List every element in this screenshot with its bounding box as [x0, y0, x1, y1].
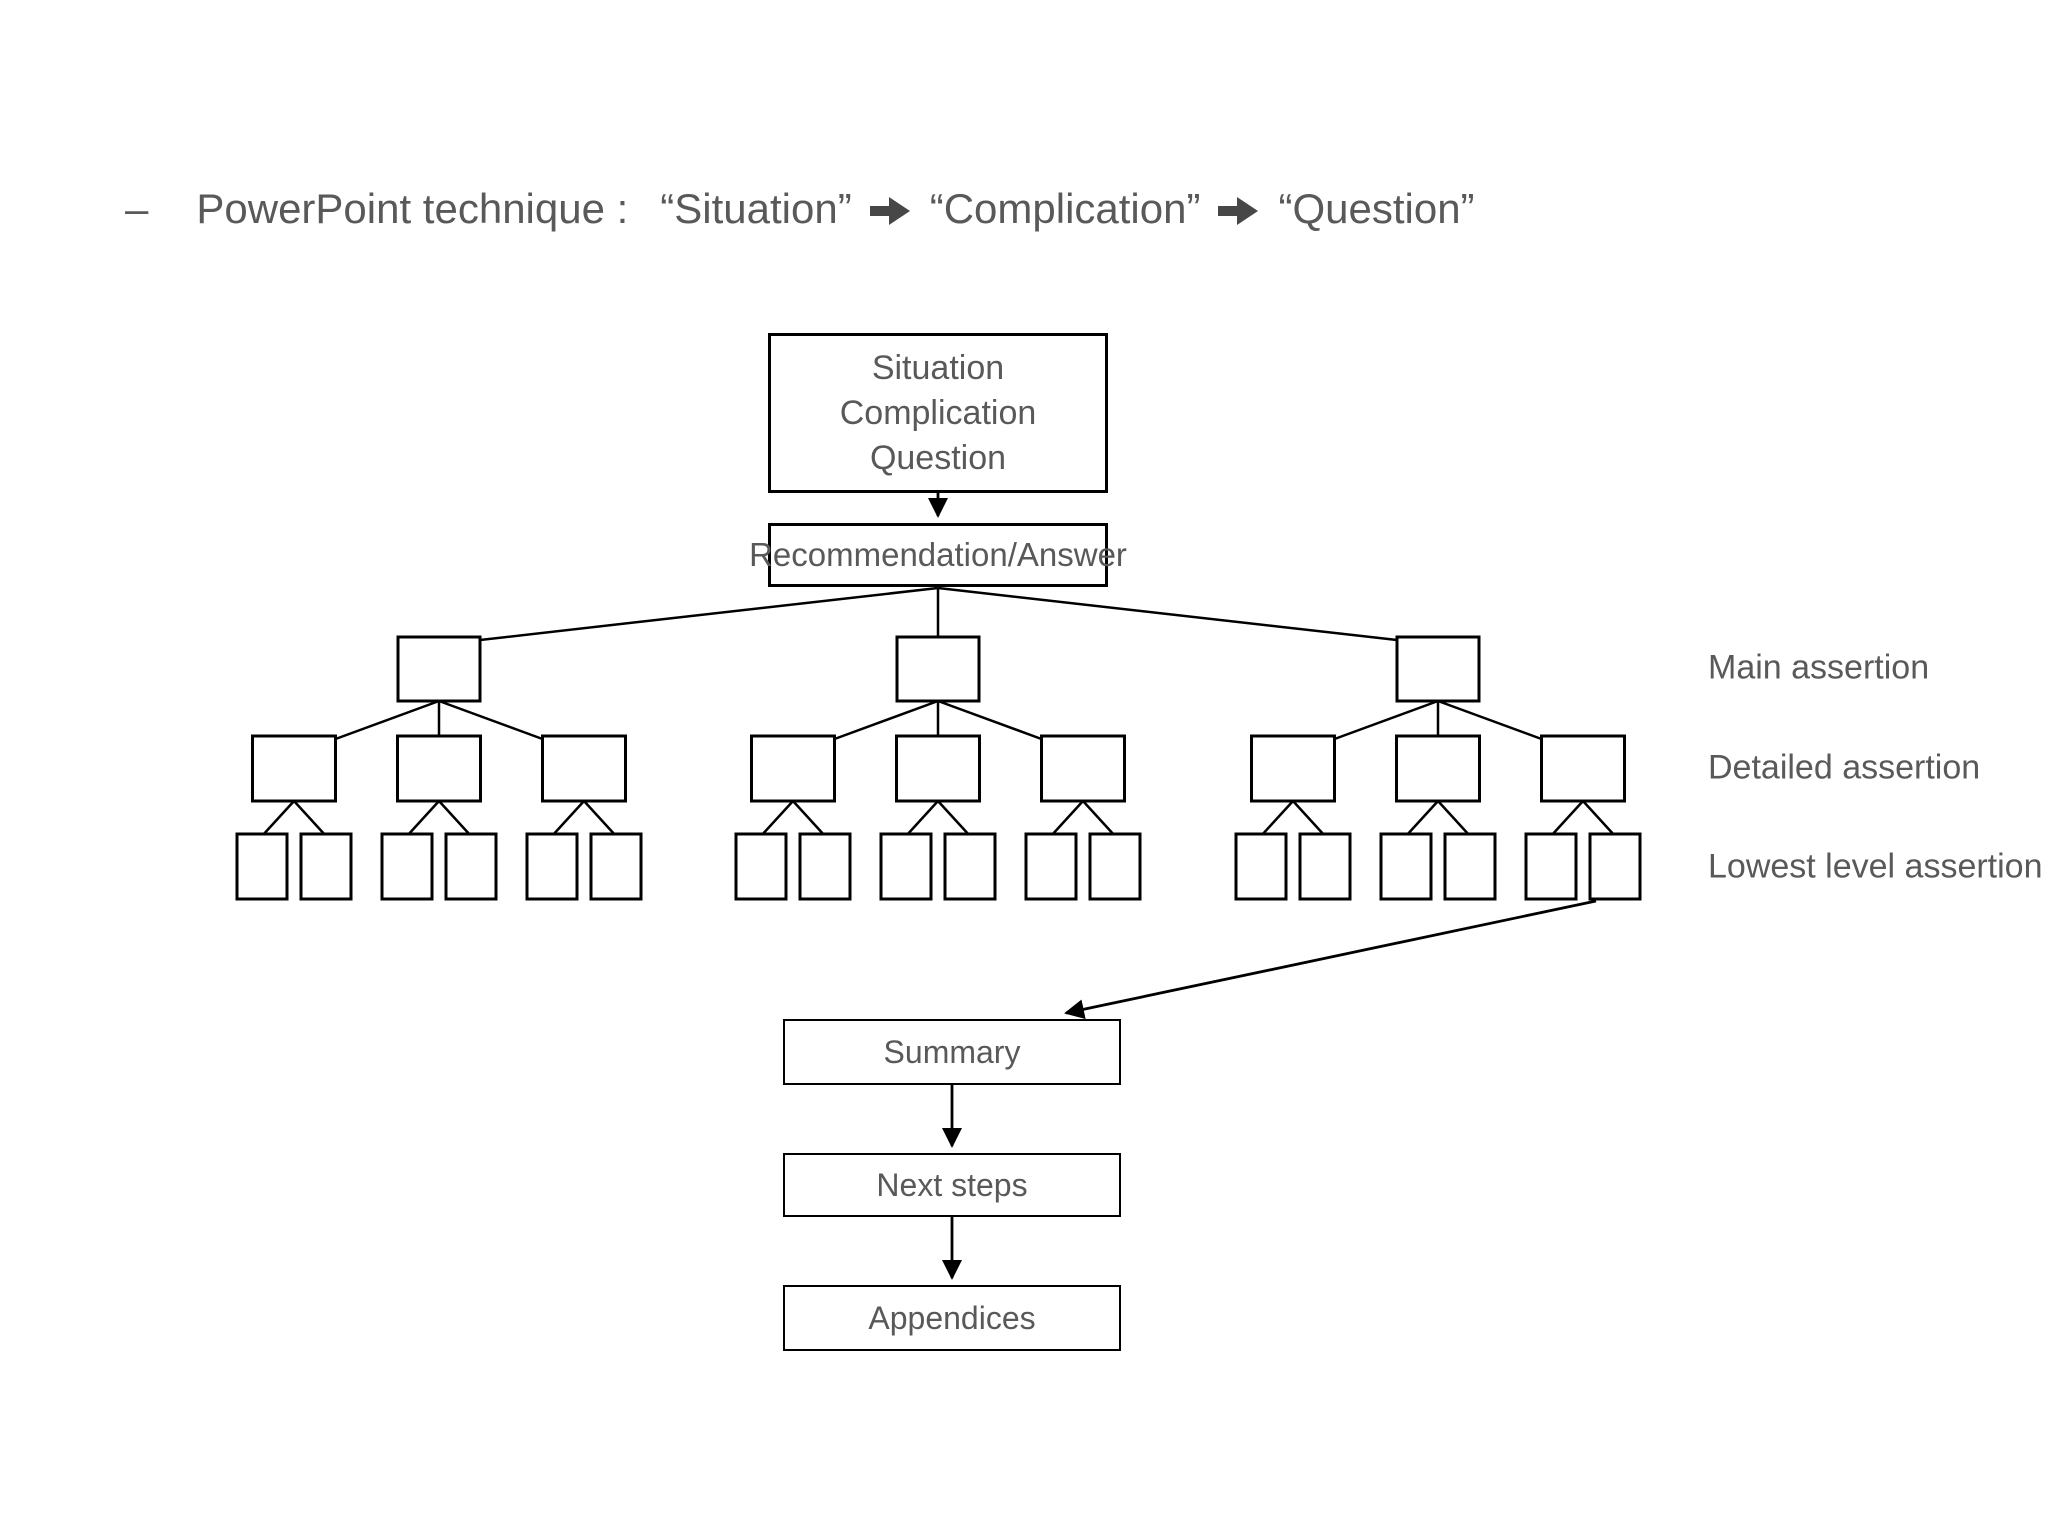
lowest-assertion-box — [1379, 832, 1433, 901]
connector-detail-to-lowest — [1260, 800, 1294, 837]
main-assertion-box — [396, 635, 482, 703]
recommendation-box: Recommendation/Answer — [749, 523, 1127, 587]
main-assertion-box — [1395, 635, 1481, 703]
lowest-assertion-box — [943, 832, 997, 901]
scq-line-question: Question — [869, 438, 1007, 477]
connector-detail-to-lowest — [1437, 800, 1471, 837]
connector-detail-to-lowest — [760, 800, 794, 837]
detailed-assertion-box — [541, 734, 627, 803]
connector-detail-to-lowest — [1405, 800, 1439, 837]
connector-detail-to-lowest — [1050, 800, 1084, 837]
lowest-assertion-box — [879, 832, 933, 901]
lowest-assertion-box — [380, 832, 434, 901]
connector-rec-to-main — [479, 586, 939, 642]
lowest-assertion-box — [1024, 832, 1078, 901]
next-steps-label: Next steps — [876, 1166, 1028, 1203]
detailed-assertion-box — [750, 734, 836, 803]
summary-label: Summary — [883, 1033, 1021, 1070]
lowest-assertion-box — [589, 832, 643, 901]
connector-main-to-detail — [834, 699, 939, 741]
detailed-assertion-box — [1540, 734, 1626, 803]
label-detailed-assertion: Detailed assertion — [1708, 748, 1981, 787]
lowest-assertion-box — [235, 832, 289, 901]
lowest-assertion-box — [1443, 832, 1497, 901]
lowest-assertion-box — [1524, 832, 1578, 901]
detailed-assertion-box — [1250, 734, 1336, 803]
lowest-assertion-box — [798, 832, 852, 901]
scq-line-complication: Complication — [839, 393, 1037, 432]
title-step-situation: “Situation” — [660, 185, 852, 232]
detailed-assertion-box — [1395, 734, 1481, 803]
connector-main-to-detail — [335, 699, 440, 741]
connector-detail-to-lowest — [1550, 800, 1584, 837]
connector-main-to-detail — [937, 699, 1042, 741]
lowest-assertion-box — [1088, 832, 1142, 901]
title-text: PowerPoint technique : — [196, 185, 629, 232]
lowest-assertion-box — [444, 832, 498, 901]
right-arrow-icon — [1218, 197, 1259, 225]
label-main-assertion: Main assertion — [1708, 648, 1930, 687]
scq-line-situation: Situation — [871, 348, 1005, 387]
connector-detail-to-lowest — [905, 800, 939, 837]
appendices-label: Appendices — [868, 1299, 1036, 1336]
detailed-assertion-box — [251, 734, 337, 803]
connector-rec-to-main — [937, 586, 1398, 642]
label-lowest-level-assertion: Lowest level assertion — [1708, 847, 2043, 886]
connector-detail-to-lowest — [937, 800, 971, 837]
connector-detail-to-lowest — [583, 800, 617, 837]
connector-detail-to-lowest — [406, 800, 440, 837]
lowest-assertion-box — [734, 832, 788, 901]
connector-detail-to-lowest — [1582, 800, 1616, 837]
connector-detail-to-lowest — [1292, 800, 1326, 837]
right-arrow-icon — [869, 197, 910, 225]
connector-detail-to-lowest — [551, 800, 585, 837]
lowest-assertion-box — [299, 832, 353, 901]
lowest-assertion-box — [1234, 832, 1288, 901]
connector-detail-to-lowest — [261, 800, 295, 837]
connector-detail-to-lowest — [293, 800, 327, 837]
next-steps-box: Next steps — [783, 1153, 1121, 1217]
connector-main-to-detail — [1334, 699, 1439, 741]
detailed-assertion-box — [895, 734, 981, 803]
connector-main-to-detail — [438, 699, 543, 741]
summary-box: Summary — [783, 1019, 1121, 1085]
appendices-box: Appendices — [783, 1285, 1121, 1351]
connector-main-to-detail — [1437, 699, 1542, 741]
lowest-assertion-box — [1588, 832, 1642, 901]
lowest-assertion-box — [525, 832, 579, 901]
lowest-assertion-box — [1298, 832, 1352, 901]
arrow-lowest-to-summary — [1064, 899, 1597, 1020]
slide-title: – PowerPoint technique : “Situation” “Co… — [125, 184, 1485, 234]
main-assertion-box — [895, 635, 981, 703]
connector-detail-to-lowest — [438, 800, 472, 837]
title-bullet-dash: – — [125, 185, 149, 232]
recommendation-label: Recommendation/Answer — [749, 536, 1127, 573]
title-step-complication: “Complication” — [929, 185, 1201, 232]
scq-box: Situation Complication Question — [768, 333, 1108, 493]
detailed-assertion-box — [1040, 734, 1126, 803]
connector-detail-to-lowest — [1082, 800, 1116, 837]
detailed-assertion-box — [396, 734, 482, 803]
connector-detail-to-lowest — [792, 800, 826, 837]
title-step-question: “Question” — [1278, 185, 1475, 232]
